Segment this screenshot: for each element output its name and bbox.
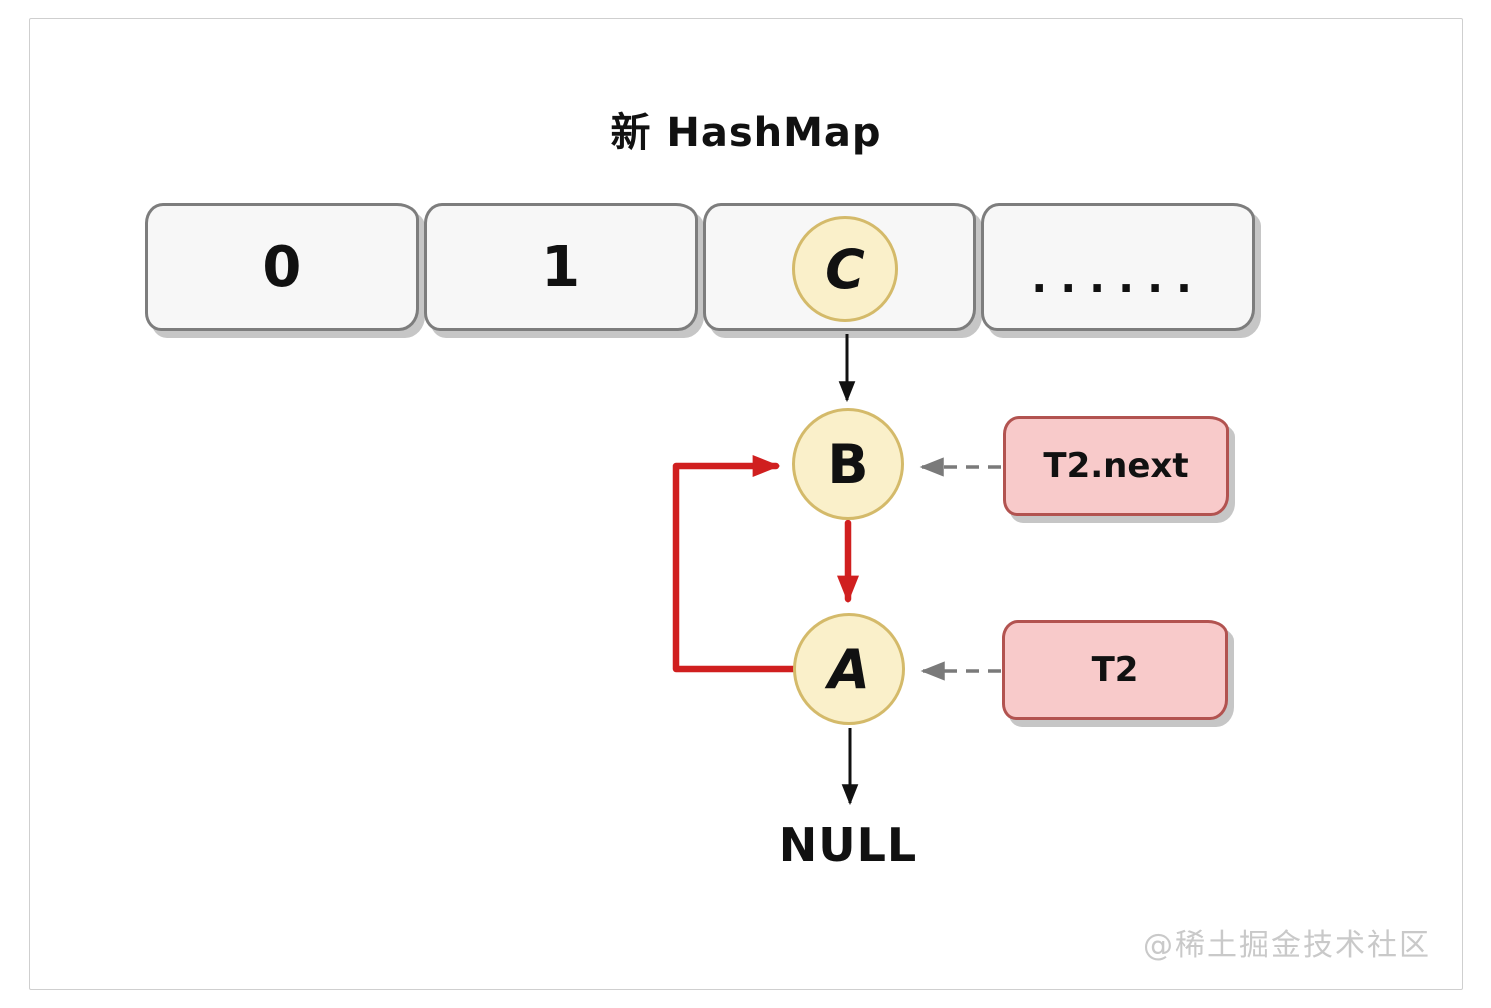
diagram-title: 新 HashMap: [610, 110, 882, 156]
pointer-box-t2-next: T2.next: [1003, 416, 1229, 516]
frame-border: [29, 18, 1463, 990]
bucket-ellipsis-label: ......: [1031, 253, 1205, 302]
bucket-cell-0: 0: [145, 203, 419, 331]
watermark: @稀土掘金技术社区: [1143, 928, 1431, 963]
bucket-label: 1: [541, 234, 581, 300]
bucket-cell-1: 1: [423, 203, 698, 331]
bucket-label: 0: [262, 234, 302, 300]
null-label: NULL: [778, 818, 918, 872]
pointer-box-t2: T2: [1002, 620, 1228, 720]
node-a: A: [793, 613, 905, 725]
node-c: C: [792, 216, 898, 322]
bucket-cell-ellipsis: ......: [981, 203, 1255, 331]
node-b: B: [792, 408, 904, 520]
hashmap-bucket-row: 0 1 ......: [145, 203, 1255, 331]
